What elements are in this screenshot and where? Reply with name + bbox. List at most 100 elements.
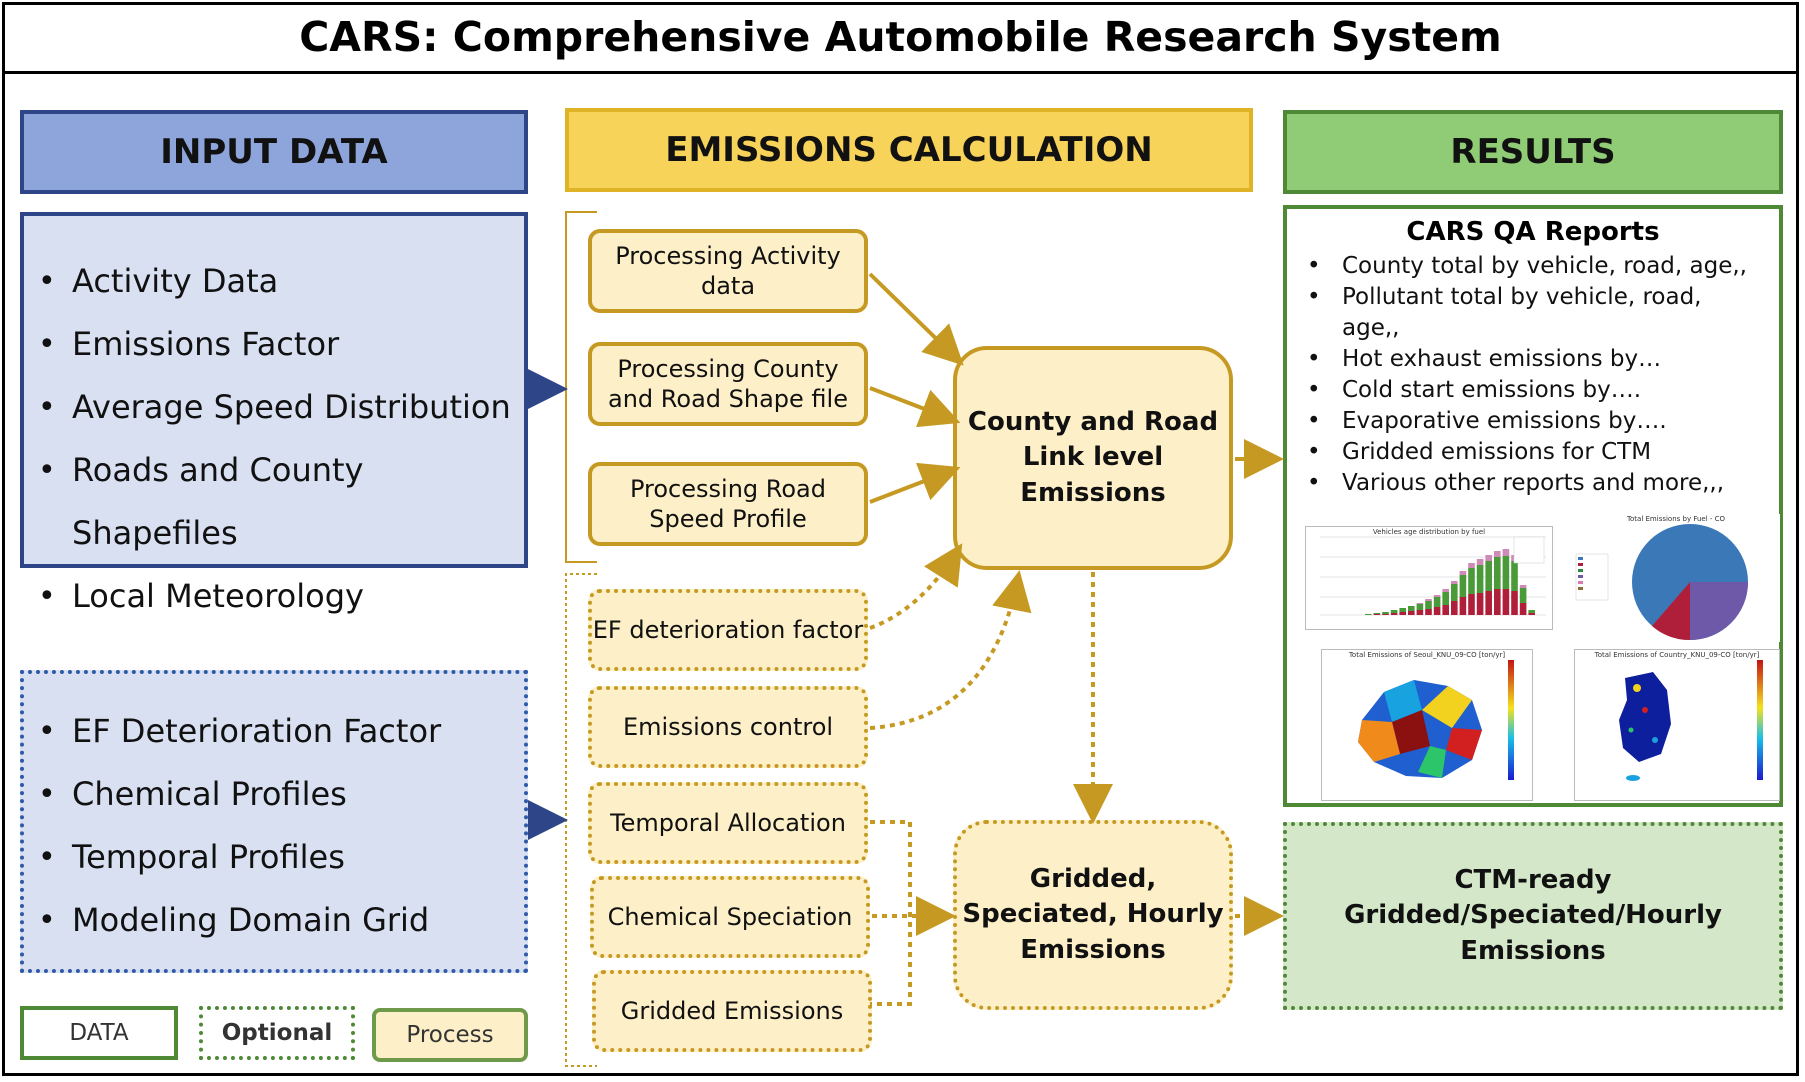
thumb-bar-segment bbox=[1451, 601, 1458, 615]
qa-item: Evaporative emissions by…. bbox=[1307, 406, 1759, 437]
gridded-speciated-hourly-emissions: Gridded, Speciated, Hourly Emissions bbox=[953, 820, 1233, 1010]
thumb-bar-segment bbox=[1382, 612, 1389, 614]
emissions-calculation-header: EMISSIONS CALCULATION bbox=[565, 108, 1253, 192]
thumb-fuel-pie-chart: Total Emissions by Fuel - CO bbox=[1572, 514, 1780, 642]
qa-item: Gridded emissions for CTM bbox=[1307, 437, 1759, 468]
results-header: RESULTS bbox=[1283, 110, 1783, 194]
input-item-meteorology: Local Meteorology bbox=[38, 565, 524, 628]
input-item-activity-data: Activity Data bbox=[38, 250, 524, 313]
thumb-bar-segment bbox=[1459, 575, 1467, 597]
thumb-pie-title: Total Emissions by Fuel - CO bbox=[1626, 515, 1726, 523]
thumb-bar-segment bbox=[1485, 591, 1492, 615]
input-item-shapefiles: Roads and County Shapefiles bbox=[38, 439, 524, 565]
thumb-bar-segment bbox=[1451, 584, 1458, 601]
thumb-bar-segment bbox=[1528, 613, 1535, 615]
thumb-bar-segment bbox=[1494, 551, 1501, 557]
thumb-bar-segment bbox=[1494, 557, 1501, 589]
legend-process: Process bbox=[372, 1008, 528, 1062]
thumb-bar-segment bbox=[1399, 608, 1406, 612]
county-road-link-emissions: County and Road Link level Emissions bbox=[953, 346, 1233, 570]
thumb-bar-segment bbox=[1511, 561, 1518, 591]
qa-item: Cold start emissions by…. bbox=[1307, 375, 1759, 406]
thumb-bar-segment bbox=[1485, 555, 1492, 561]
thumb-bar-segment bbox=[1519, 588, 1527, 603]
optional-process-chemical-speciation: Chemical Speciation bbox=[590, 876, 870, 958]
thumb-bar-segment bbox=[1459, 571, 1467, 575]
thumb-bar-segment bbox=[1373, 613, 1381, 614]
thumb-bar-segment bbox=[1416, 604, 1424, 610]
thumb-map2-graphic bbox=[1619, 660, 1763, 781]
thumb-bar-segment bbox=[1502, 589, 1510, 615]
thumb-bar-segment bbox=[1399, 612, 1406, 615]
qa-reports-panel: CARS QA Reports County total by vehicle,… bbox=[1283, 205, 1783, 807]
thumb-bar-segment bbox=[1425, 609, 1432, 615]
thumb-bar-segment bbox=[1390, 613, 1398, 615]
thumb-bar-segment bbox=[1459, 597, 1467, 615]
thumb-bar-segment bbox=[1365, 614, 1372, 615]
qa-item: Pollutant total by vehicle, road, age,, bbox=[1307, 282, 1759, 344]
thumb-bar-segment bbox=[1416, 603, 1424, 604]
thumb-country-emissions-map: Total Emissions of Country_KNU_09-CO [to… bbox=[1574, 649, 1780, 801]
thumb-bar-segment bbox=[1433, 607, 1441, 615]
thumb-bar-segment bbox=[1442, 592, 1449, 605]
optional-item-modeling-grid: Modeling Domain Grid bbox=[38, 889, 441, 952]
thumb-bar-segment bbox=[1468, 568, 1475, 594]
thumb-bar-segment bbox=[1502, 549, 1510, 556]
thumb-bar-segment bbox=[1442, 605, 1449, 615]
input-data-header: INPUT DATA bbox=[20, 110, 528, 194]
process-county-road-shapefile: Processing County and Road Shape file bbox=[588, 342, 868, 426]
optional-item-chemical-profiles: Chemical Profiles bbox=[38, 763, 441, 826]
thumb-map1-title: Total Emissions of Seoul_KNU_09-CO [ton/… bbox=[1348, 651, 1506, 659]
optional-item-temporal-profiles: Temporal Profiles bbox=[38, 826, 441, 889]
thumb-bar-segment bbox=[1502, 556, 1510, 589]
thumb-bar-segment bbox=[1511, 591, 1518, 615]
thumb-bar-segment bbox=[1433, 597, 1441, 607]
qa-reports-title: CARS QA Reports bbox=[1406, 217, 1660, 247]
legend-data: DATA bbox=[20, 1006, 178, 1060]
thumb-pie-graphic bbox=[1575, 524, 1748, 641]
qa-item: Various other reports and more,,, bbox=[1307, 468, 1759, 499]
thumb-bar-title: Vehicles age distribution by fuel bbox=[1372, 528, 1486, 536]
thumb-bar-segment bbox=[1476, 593, 1484, 615]
thumb-bar-segment bbox=[1476, 559, 1484, 565]
optional-item-ef-deterioration: EF Deterioration Factor bbox=[38, 700, 441, 763]
optional-data-panel: EF Deterioration Factor Chemical Profile… bbox=[20, 670, 528, 973]
thumb-bar-segment bbox=[1451, 581, 1458, 584]
thumb-seoul-emissions-map: Total Emissions of Seoul_KNU_09-CO [ton/… bbox=[1321, 649, 1533, 801]
qa-item: County total by vehicle, road, age,, bbox=[1307, 251, 1759, 282]
thumb-bar-graphic bbox=[1320, 536, 1546, 616]
thumb-bar-segment bbox=[1485, 561, 1492, 591]
thumb-bar-segment bbox=[1373, 614, 1381, 615]
thumb-bar-segment bbox=[1416, 610, 1424, 615]
thumb-map2-title: Total Emissions of Country_KNU_09-CO [to… bbox=[1594, 651, 1760, 659]
thumb-bar-segment bbox=[1528, 610, 1535, 613]
thumb-bar-segment bbox=[1390, 610, 1398, 613]
thumb-bar-segment bbox=[1519, 603, 1527, 615]
optional-process-emissions-control: Emissions control bbox=[588, 686, 868, 768]
legend-optional: Optional bbox=[199, 1006, 355, 1060]
thumb-bar-segment bbox=[1494, 589, 1501, 615]
thumb-bar-segment bbox=[1433, 595, 1441, 597]
optional-process-temporal-allocation: Temporal Allocation bbox=[588, 782, 868, 864]
process-activity-data: Processing Activity data bbox=[588, 229, 868, 313]
thumb-bar-segment bbox=[1425, 599, 1432, 601]
input-data-panel: Activity Data Emissions Factor Average S… bbox=[20, 212, 528, 628]
process-road-speed-profile: Processing Road Speed Profile bbox=[588, 462, 868, 546]
thumb-bar-segment bbox=[1519, 585, 1527, 588]
thumb-bar-segment bbox=[1408, 611, 1415, 615]
qa-item: Hot exhaust emissions by… bbox=[1307, 344, 1759, 375]
thumb-bar-segment bbox=[1442, 589, 1449, 592]
thumb-bar-segment bbox=[1468, 563, 1475, 568]
thumb-age-distribution-chart: Vehicles age distribution by fuel bbox=[1305, 526, 1553, 630]
thumb-map1-graphic bbox=[1358, 660, 1514, 780]
input-item-emissions-factor: Emissions Factor bbox=[38, 313, 524, 376]
thumb-bar-segment bbox=[1468, 594, 1475, 615]
optional-process-gridded-emissions: Gridded Emissions bbox=[592, 970, 872, 1052]
input-item-average-speed: Average Speed Distribution bbox=[38, 376, 524, 439]
thumb-bar-segment bbox=[1382, 614, 1389, 615]
ctm-ready-emissions: CTM-ready Gridded/Speciated/Hourly Emiss… bbox=[1283, 822, 1783, 1010]
diagram-title: CARS: Comprehensive Automobile Research … bbox=[2, 2, 1799, 74]
thumb-bar-segment bbox=[1408, 606, 1415, 611]
optional-process-ef-deterioration: EF deterioration factor bbox=[588, 589, 868, 671]
